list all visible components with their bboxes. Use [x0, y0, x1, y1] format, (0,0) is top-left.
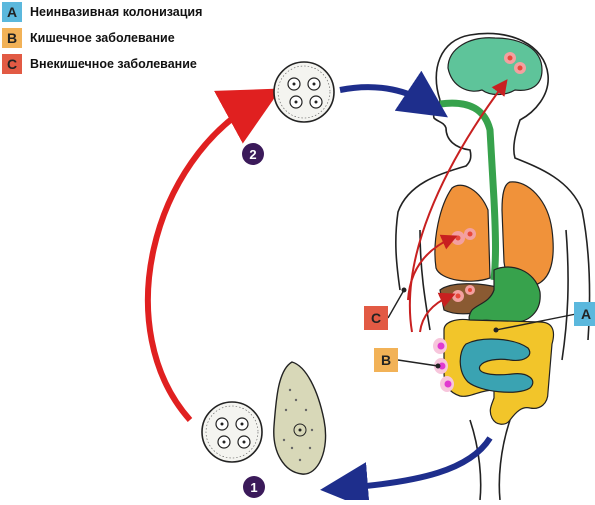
step-2-marker: 2 — [242, 143, 264, 165]
callout-c-leader — [388, 290, 404, 318]
legend-label-a: Неинвазивная колонизация — [30, 5, 202, 19]
trophozoite — [274, 362, 326, 474]
callout-a: A — [574, 302, 595, 326]
callout-b-dot — [436, 364, 441, 369]
brain — [448, 38, 542, 95]
callout-c-dot — [402, 288, 407, 293]
legend-item-c: C Внекишечное заболевание — [2, 54, 202, 74]
legend: A Неинвазивная колонизация B Кишечное за… — [2, 2, 202, 80]
callout-c: C — [364, 306, 388, 330]
legend-label-c: Внекишечное заболевание — [30, 57, 197, 71]
cyst-top — [274, 62, 334, 122]
legend-item-b: B Кишечное заболевание — [2, 28, 202, 48]
step-1-marker: 1 — [243, 476, 265, 498]
legend-badge-b: B — [2, 28, 22, 48]
callout-a-dot — [494, 328, 499, 333]
legend-item-a: A Неинвазивная колонизация — [2, 2, 202, 22]
large-intestine — [444, 319, 554, 424]
callout-b-leader — [398, 360, 438, 366]
legend-badge-a: A — [2, 2, 22, 22]
cyst-bottom — [202, 402, 262, 462]
legend-badge-c: C — [2, 54, 22, 74]
legend-label-b: Кишечное заболевание — [30, 31, 175, 45]
blue-ingestion-arrow — [340, 87, 428, 104]
blue-excretion-arrow — [344, 438, 490, 488]
callout-b: B — [374, 348, 398, 372]
